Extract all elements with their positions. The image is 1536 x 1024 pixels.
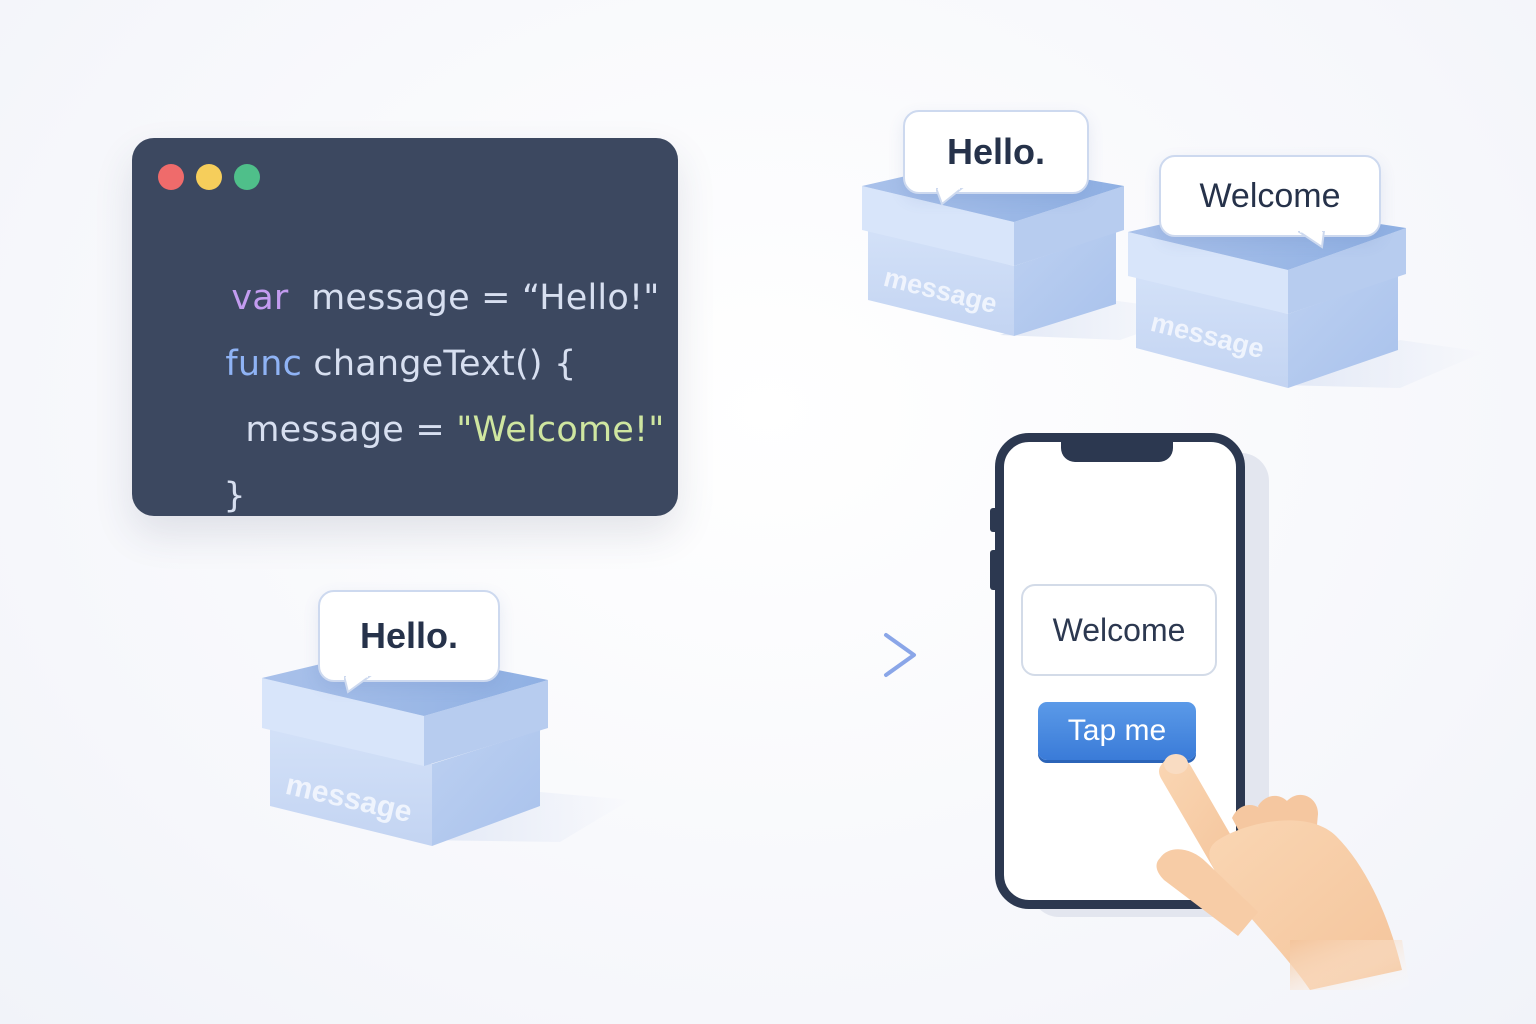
phone-notch — [1061, 434, 1173, 462]
phone-power-button — [1236, 514, 1244, 574]
bubble-text: Welcome — [1199, 176, 1341, 215]
arrow-right-icon — [605, 633, 916, 677]
phone-volume-button — [990, 508, 998, 532]
code-text: changeText() { — [313, 344, 577, 384]
code-line-1: var message = “Hello!" — [186, 238, 660, 358]
code-text: message = — [245, 410, 457, 450]
window-minimize-dot — [196, 164, 222, 190]
code-editor — [132, 138, 678, 516]
code-line-4: } — [178, 436, 246, 556]
code-text: } — [223, 476, 246, 516]
keyword-func: func — [225, 344, 303, 384]
bubble-tail-top-right — [1298, 231, 1326, 249]
bubble-tail-top-left — [936, 188, 964, 206]
window-close-dot — [158, 164, 184, 190]
pointing-hand-icon — [1156, 754, 1410, 990]
window-maximize-dot — [234, 164, 260, 190]
tap-me-button[interactable]: Tap me — [1038, 702, 1196, 760]
phone-text-label: Welcome — [1021, 584, 1217, 676]
code-text: message = “Hello!" — [311, 278, 660, 318]
speech-bubble-bottom: Hello. — [318, 590, 500, 682]
bubble-text: Hello. — [359, 615, 458, 656]
string-literal: "Welcome!" — [456, 410, 665, 450]
code-line-3: message = "Welcome!" — [200, 370, 665, 490]
tap-me-button-label: Tap me — [1067, 714, 1167, 747]
variable-box-top-right — [1128, 204, 1484, 388]
bubble-text: Hello. — [946, 131, 1045, 172]
speech-bubble-top-left: Hello. — [903, 110, 1089, 194]
phone-volume-button — [990, 550, 998, 590]
phone-text-value: Welcome — [1052, 611, 1186, 648]
speech-bubble-top-right: Welcome — [1159, 155, 1381, 237]
bubble-tail-bottom — [344, 676, 372, 694]
code-line-2: func changeText() { — [180, 304, 576, 424]
keyword-var: var — [231, 278, 289, 318]
